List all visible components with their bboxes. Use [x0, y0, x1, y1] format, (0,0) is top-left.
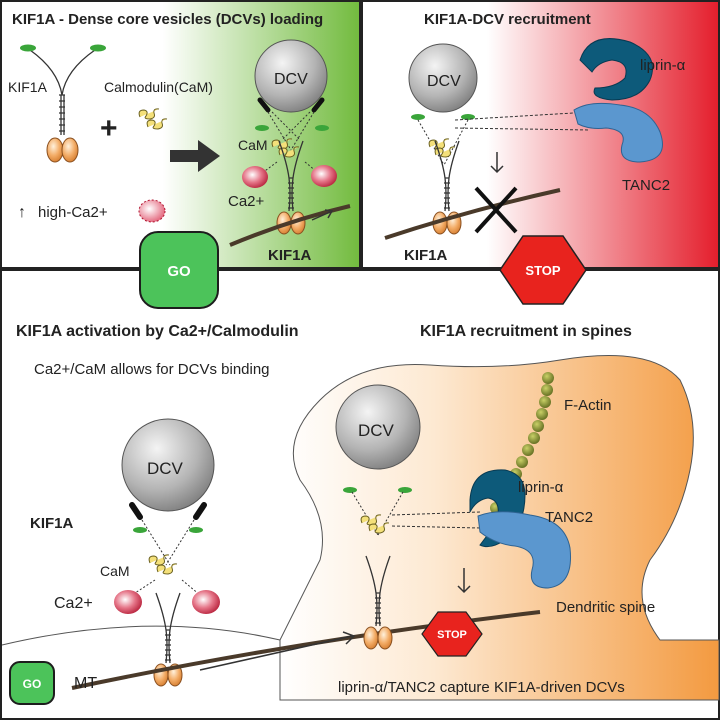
calcium-ion-icon: [242, 166, 268, 188]
liprin-label: liprin-α: [640, 57, 686, 74]
calcium-ion-icon: [311, 165, 337, 187]
down-arrow-icon: [490, 152, 504, 174]
tanc2-label: TANC2: [545, 509, 593, 526]
arrow-icon: [199, 631, 356, 671]
kif1a-label: KIF1A: [30, 515, 74, 532]
calcium-ion-icon: [192, 590, 220, 614]
stop-top-label: STOP: [525, 263, 560, 278]
panel-c-title-left: KIF1A activation by Ca2+/Calmodulin: [16, 323, 299, 340]
tanc2-label: TANC2: [622, 177, 670, 194]
up-arrow-icon: ↑: [18, 204, 26, 221]
ca-label: Ca2+: [228, 193, 265, 210]
plus-sign: +: [100, 112, 118, 145]
high-ca-label: high-Ca2+: [38, 204, 108, 221]
panel-a: KIF1A - Dense core vesicles (DCVs) loadi…: [0, 0, 361, 269]
stop-sign-bottom: STOP: [421, 611, 483, 657]
panel-c-subtitle: Ca2+/CaM allows for DCVs binding: [34, 361, 270, 378]
dcv-label: DCV: [427, 73, 461, 90]
kif1a-label: KIF1A: [404, 247, 448, 264]
stop-sign-top: STOP: [499, 235, 587, 305]
tanc2-protein: [477, 511, 572, 589]
arrow-icon: [311, 209, 334, 221]
down-arrow-icon: [457, 568, 471, 594]
cam-label: CaM: [100, 563, 130, 579]
calcium-ion-icon: [114, 590, 142, 614]
go-top-label: GO: [167, 263, 191, 280]
panel-b: KIF1A-DCV recruitment DCV liprin-α TANC2…: [361, 0, 720, 269]
microtubule: [229, 204, 351, 247]
microtubule: [71, 610, 541, 690]
liprin-alpha-protein: [579, 38, 653, 101]
dendrite-membrane: [1, 625, 281, 646]
dcv-vesicle: [121, 418, 215, 512]
kif1a-tail-domain: [20, 44, 36, 52]
dcv-right-label: DCV: [358, 421, 395, 440]
ca-label: Ca2+: [54, 595, 93, 612]
liprin-label: liprin-α: [518, 479, 564, 496]
kif1a-label: KIF1A: [8, 79, 48, 95]
go-bottom-label: GO: [23, 677, 42, 691]
go-sign-bottom: GO: [9, 661, 55, 705]
cam-label: CaM: [238, 137, 268, 153]
kif1a-tail-domain: [90, 44, 106, 52]
kif1a-bottom-label: KIF1A: [268, 247, 312, 264]
dcv-label: DCV: [274, 71, 308, 88]
panel-c: KIF1A activation by Ca2+/Calmodulin KIF1…: [0, 269, 720, 720]
panel-c-title-right: KIF1A recruitment in spines: [420, 323, 632, 340]
dcv-vesicle: [335, 384, 421, 470]
block-cross-icon: [474, 186, 518, 234]
calmodulin-label: Calmodulin(CaM): [104, 79, 213, 95]
dcv-vesicle: [408, 43, 478, 113]
microtubule: [384, 188, 561, 240]
right-arrow-icon: [170, 140, 220, 172]
dcv-left-label: DCV: [147, 459, 184, 478]
panel-a-background: [0, 0, 361, 269]
caption: liprin-α/TANC2 capture KIF1A-driven DCVs: [338, 679, 625, 696]
calcium-ion-icon: [138, 199, 166, 223]
dcv-vesicle: [254, 39, 328, 113]
spine-label: Dendritic spine: [556, 599, 655, 616]
factin-label: F-Actin: [564, 397, 612, 414]
stop-bottom-label: STOP: [437, 629, 467, 641]
mt-label: MT: [74, 675, 97, 692]
panel-b-title: KIF1A-DCV recruitment: [424, 11, 591, 28]
panel-a-title: KIF1A - Dense core vesicles (DCVs) loadi…: [12, 11, 323, 28]
go-sign-top: GO: [139, 231, 219, 309]
free-kif1a: [20, 44, 106, 163]
tanc2-protein: [573, 102, 663, 163]
